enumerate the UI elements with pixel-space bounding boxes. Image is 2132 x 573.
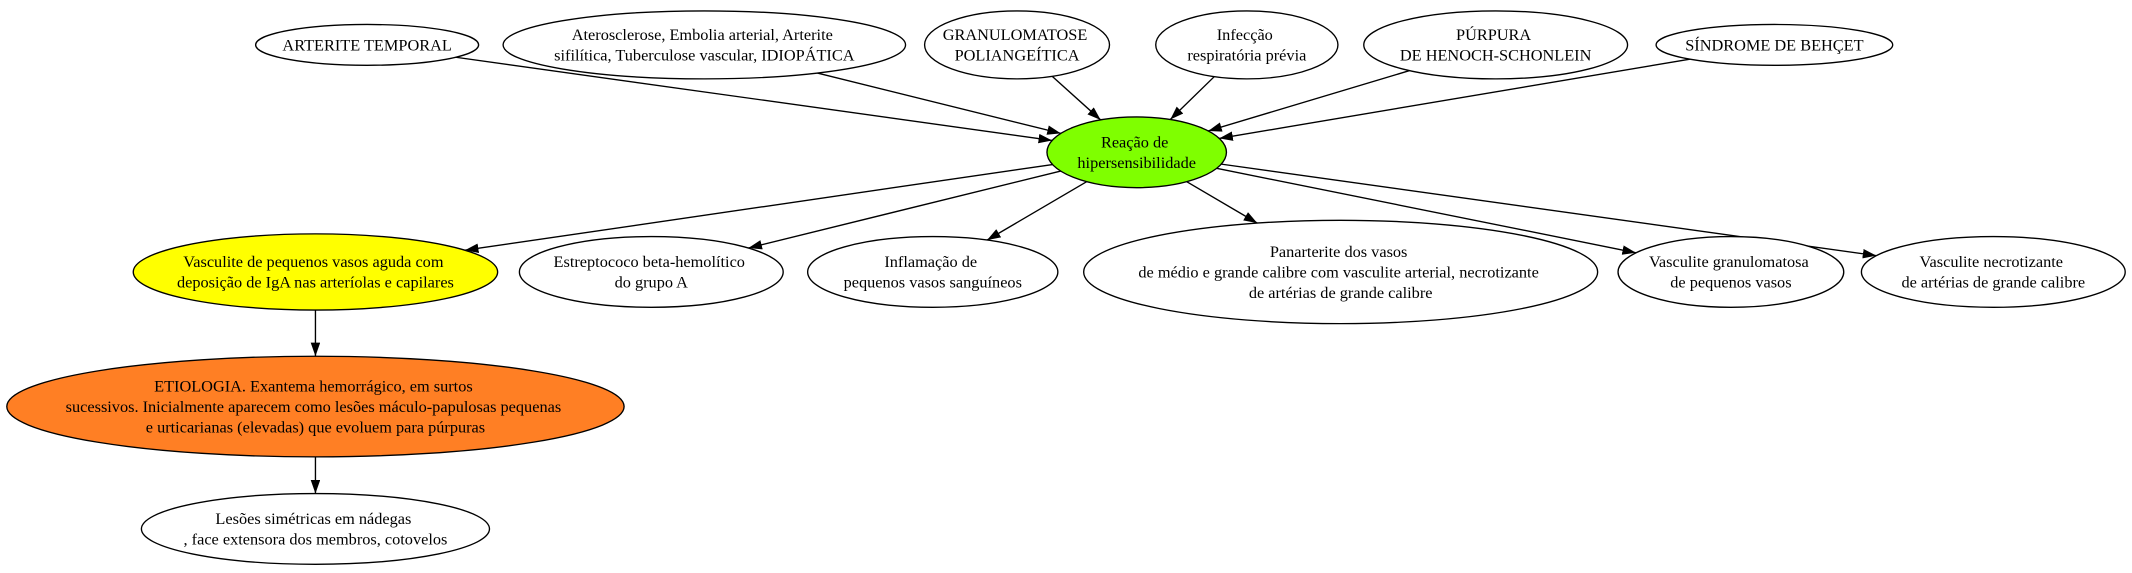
edge-reacao-to-panarterite <box>1186 181 1258 224</box>
node-label-line: DE HENOCH-SCHONLEIN <box>1400 46 1592 65</box>
node-label: Lesões simétricas em nádegas , face exte… <box>184 509 448 548</box>
node-ellipse <box>254 23 480 66</box>
node-ellipse <box>502 10 907 80</box>
edge-granulomatose-to-reacao <box>1051 75 1102 121</box>
edge-infeccao-to-reacao <box>1169 76 1215 121</box>
edge-reacao-to-vasculite-iga <box>464 163 1053 253</box>
node-label-line: Inflamação de <box>884 252 977 271</box>
node-label-line: deposição de IgA nas arteríolas e capila… <box>177 273 454 292</box>
node-etiologia: ETIOLOGIA. Exantema hemorrágico, em surt… <box>6 355 625 458</box>
node-label-line: Vasculite de pequenos vasos aguda com <box>183 252 444 271</box>
node-lesoes-simetricas: Lesões simétricas em nádegas , face exte… <box>140 492 491 565</box>
node-label-line: Vasculite granulomatosa <box>1649 252 1810 271</box>
node-label-line: POLIANGEÍTICA <box>955 46 1080 65</box>
node-label-line: Estreptococo beta-hemolítico <box>554 252 745 271</box>
node-label-line: e urticarianas (elevadas) que evoluem pa… <box>146 417 485 436</box>
node-estreptococo: Estreptococo beta-hemolítico do grupo A <box>518 235 784 308</box>
node-ellipse <box>6 355 625 458</box>
edge-behcet-to-reacao <box>1219 58 1690 141</box>
node-ellipse <box>806 235 1059 308</box>
node-label: GRANULOMATOSE POLIANGEÍTICA <box>943 25 1092 64</box>
node-ellipse <box>923 10 1111 80</box>
node-reacao-hipersensibilidade: Reação de hipersensibilidade <box>1046 116 1228 189</box>
edge-aterosclerose-to-reacao <box>817 72 1061 135</box>
node-ellipse <box>1655 23 1894 66</box>
node-label: Panarterite dos vasos de médio e grande … <box>1138 242 1543 302</box>
node-sindrome-behcet: SÍNDROME DE BEHÇET <box>1655 23 1894 66</box>
node-label-line: hipersensibilidade <box>1077 153 1196 172</box>
edge-reacao-to-estreptococo <box>748 170 1061 250</box>
node-inflamacao: Inflamação de pequenos vasos sanguíneos <box>806 235 1059 308</box>
node-label-line: respiratória prévia <box>1187 46 1307 65</box>
edge-purpura-to-reacao <box>1208 69 1410 132</box>
node-label-line: de artérias de grande calibre <box>1901 273 2085 292</box>
node-ellipse <box>132 233 499 311</box>
node-label: Estreptococo beta-hemolítico do grupo A <box>554 252 749 291</box>
node-label-line: Aterosclerose, Embolia arterial, Arterit… <box>572 25 833 44</box>
node-ellipse <box>1860 235 2126 308</box>
node-vasculite-necrotizante: Vasculite necrotizante de artérias de gr… <box>1860 235 2126 308</box>
node-label: Vasculite necrotizante de artérias de gr… <box>1901 252 2085 291</box>
edge-reacao-to-inflamacao <box>986 181 1088 241</box>
node-ellipse <box>1082 219 1599 325</box>
node-label-line: sifilítica, Tuberculose vascular, IDIOPÁ… <box>554 46 855 65</box>
node-vasculite-granulomatosa: Vasculite granulomatosa de pequenos vaso… <box>1617 235 1845 308</box>
node-layer: ARTERITE TEMPORAL Aterosclerose, Embolia… <box>6 10 2126 565</box>
node-label-line: GRANULOMATOSE <box>943 25 1088 44</box>
node-label-line: ARTERITE TEMPORAL <box>282 35 451 54</box>
edge-reacao-to-vasculite-granulomatosa <box>1216 167 1637 255</box>
node-granulomatose-poliangeitica: GRANULOMATOSE POLIANGEÍTICA <box>923 10 1111 80</box>
node-ellipse <box>1155 10 1339 80</box>
node-label-line: Reação de <box>1101 133 1168 152</box>
node-label: Infecção respiratória prévia <box>1187 25 1307 64</box>
node-label-line: ETIOLOGIA. Exantema hemorrágico, em surt… <box>154 377 473 396</box>
node-label-line: de pequenos vasos <box>1670 273 1791 292</box>
node-arterite-temporal: ARTERITE TEMPORAL <box>254 23 480 66</box>
node-label: ARTERITE TEMPORAL <box>282 35 451 54</box>
node-label: PÚRPURA DE HENOCH-SCHONLEIN <box>1400 25 1592 64</box>
node-infeccao-respiratoria: Infecção respiratória prévia <box>1155 10 1339 80</box>
node-ellipse <box>1046 116 1228 189</box>
node-label-line: Lesões simétricas em nádegas <box>215 509 411 528</box>
node-label: Aterosclerose, Embolia arterial, Arterit… <box>554 25 855 64</box>
node-label-line: do grupo A <box>615 273 689 292</box>
node-panarterite: Panarterite dos vasos de médio e grande … <box>1082 219 1599 325</box>
node-label-line: , face extensora dos membros, cotovelos <box>184 530 448 549</box>
node-label-line: Vasculite necrotizante <box>1920 252 2063 271</box>
node-label: SÍNDROME DE BEHÇET <box>1685 35 1863 54</box>
node-label-line: de médio e grande calibre com vasculite … <box>1138 262 1538 281</box>
node-label-line: PÚRPURA <box>1456 25 1531 44</box>
node-label-line: SÍNDROME DE BEHÇET <box>1685 35 1863 54</box>
node-label: ETIOLOGIA. Exantema hemorrágico, em surt… <box>66 377 566 437</box>
node-label-line: sucessivos. Inicialmente aparecem como l… <box>66 397 562 416</box>
node-label-line: de artérias de grande calibre <box>1249 283 1433 302</box>
node-label: Vasculite granulomatosa de pequenos vaso… <box>1649 252 1813 291</box>
node-ellipse <box>140 492 491 565</box>
node-ellipse <box>1363 10 1629 80</box>
node-label: Reação de hipersensibilidade <box>1077 133 1196 172</box>
node-label: Inflamação de pequenos vasos sanguíneos <box>844 252 1022 291</box>
node-purpura-henoch-schonlein: PÚRPURA DE HENOCH-SCHONLEIN <box>1363 10 1629 80</box>
node-label: Vasculite de pequenos vasos aguda com de… <box>177 252 454 291</box>
node-label-line: Infecção <box>1217 25 1273 44</box>
node-label-line: Panarterite dos vasos <box>1270 242 1408 261</box>
node-ellipse <box>1617 235 1845 308</box>
node-ellipse <box>518 235 784 308</box>
node-label-line: pequenos vasos sanguíneos <box>844 273 1022 292</box>
edge-arterite-temporal-to-reacao <box>455 56 1053 144</box>
node-vasculite-iga: Vasculite de pequenos vasos aguda com de… <box>132 233 499 311</box>
node-aterosclerose: Aterosclerose, Embolia arterial, Arterit… <box>502 10 907 80</box>
